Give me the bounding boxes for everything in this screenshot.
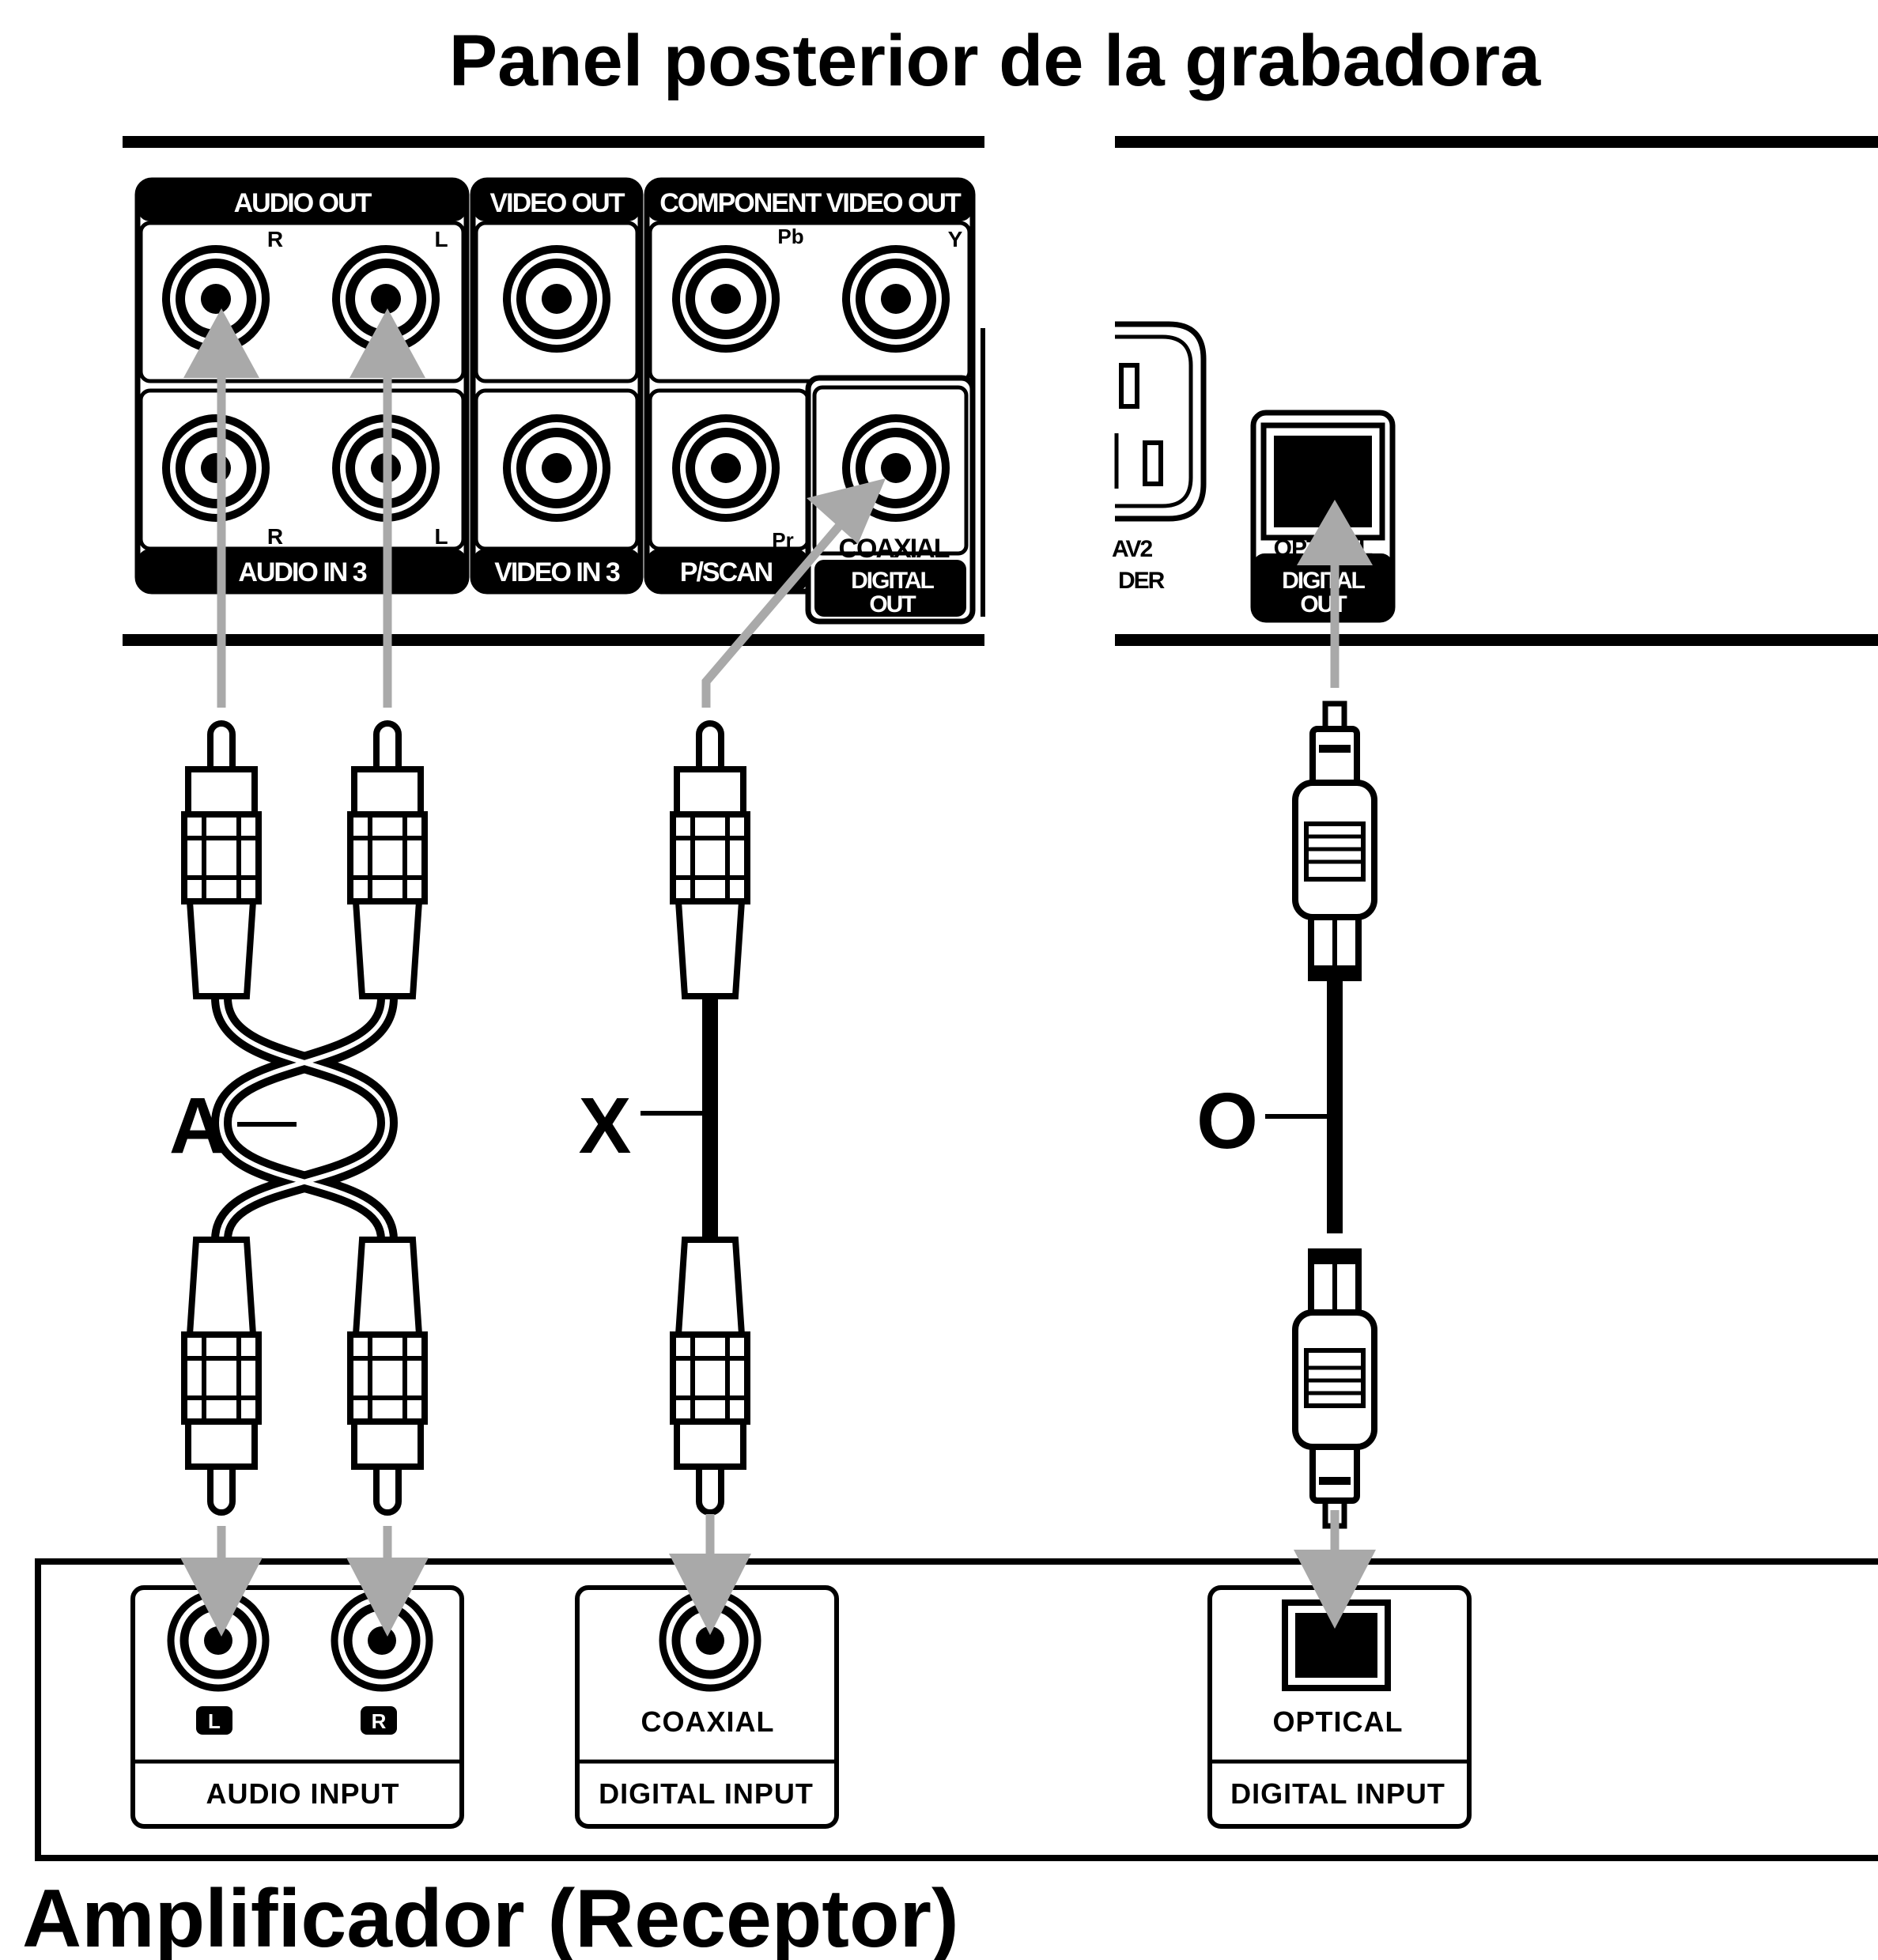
component-y-jack [846, 249, 946, 349]
cable-a-label: A [169, 1082, 226, 1170]
video-in-jack [507, 418, 606, 518]
recorder-back-panel: AUDIO OUT VIDEO OUT COMPONENT VIDEO OUT … [123, 136, 1878, 646]
coaxial-cable-x [673, 723, 747, 1512]
audio-in-3-label: AUDIO IN 3 [238, 557, 366, 587]
component-pr-jack [676, 418, 776, 518]
optical-digital-input-label: DIGITAL INPUT [1230, 1777, 1445, 1810]
amp-optical-label: OPTICAL [1273, 1705, 1404, 1738]
diagram-title: Panel posterior de la grabadora [449, 21, 1541, 101]
optical-cable-o [1295, 704, 1374, 1526]
amp-l-label: L [208, 1709, 221, 1733]
video-out-jack [507, 249, 606, 349]
connection-arrows [180, 308, 1376, 1637]
audio-in-r-label: R [267, 524, 283, 549]
optical-digital-label-2: OUT [1300, 591, 1347, 617]
y-label: Y [948, 227, 963, 251]
amplifier-panel: L R AUDIO INPUT COAXIAL DIGITAL INPUT OP… [35, 1558, 1878, 1861]
audio-in-l-label: L [434, 524, 448, 549]
optical-digital-label-1: DIGITAL [1282, 568, 1365, 594]
audio-out-l-label: L [434, 227, 448, 251]
video-in-3-label: VIDEO IN 3 [494, 557, 620, 587]
component-video-out-label: COMPONENT VIDEO OUT [659, 188, 962, 218]
audio-input-label: AUDIO INPUT [206, 1777, 400, 1810]
amp-coaxial-label: COAXIAL [641, 1705, 775, 1738]
p-scan-label: P/SCAN [680, 557, 773, 587]
cable-x-label: X [579, 1082, 632, 1170]
amplifier-title: Amplificador (Receptor) [22, 1873, 959, 1960]
partial-der-label: DER [1118, 568, 1166, 594]
audio-out-label: AUDIO OUT [234, 188, 372, 218]
pr-label: Pr [772, 528, 793, 552]
component-pb-jack [676, 249, 776, 349]
coaxial-digital-input-label: DIGITAL INPUT [599, 1777, 814, 1810]
digital-out-label-1: DIGITAL [851, 568, 934, 594]
cable-o-label: O [1196, 1077, 1258, 1165]
digital-out-label-2: OUT [869, 591, 916, 617]
pb-label: Pb [777, 225, 803, 248]
audio-cable-a [184, 723, 425, 1512]
audio-out-r-label: R [267, 227, 283, 251]
audio-in-r-jack [166, 418, 266, 518]
partial-av2-label: AV2 [1112, 536, 1152, 562]
amp-r-label: R [372, 1709, 387, 1733]
video-out-label: VIDEO OUT [489, 188, 625, 218]
